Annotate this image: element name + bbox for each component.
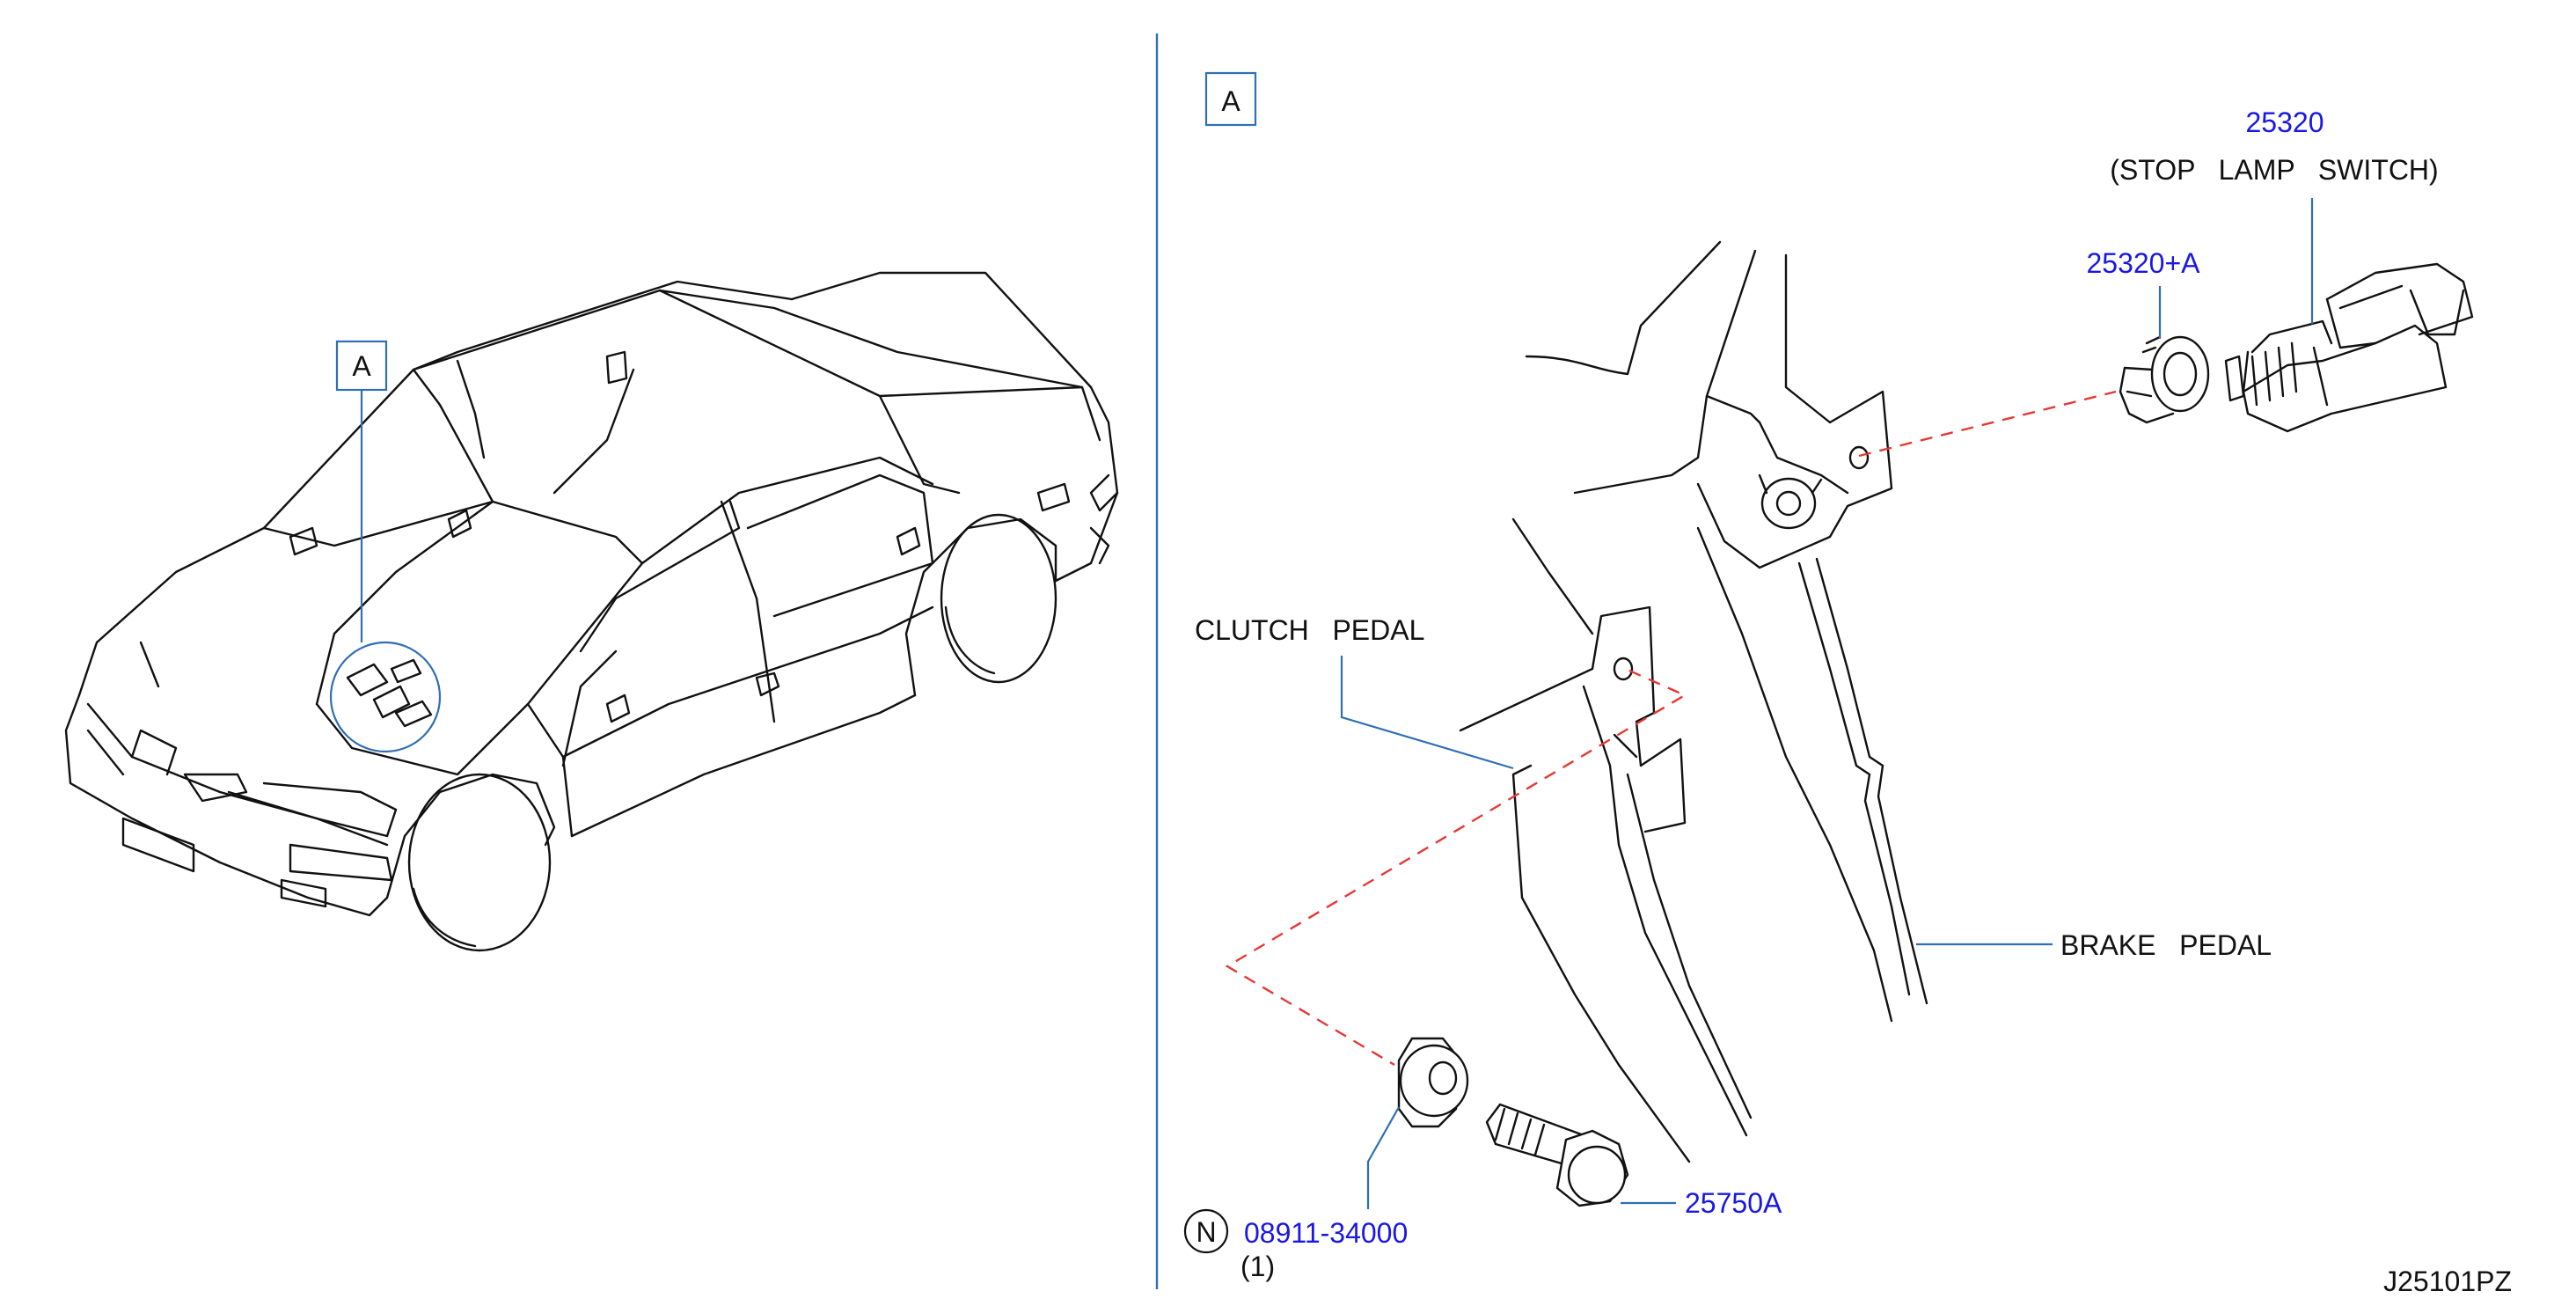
view-a-marker-box-right [1204, 71, 1257, 127]
view-a-marker-left: A [352, 350, 371, 382]
pedal-bracket-illustration [1459, 240, 1928, 1163]
nut-illustration [1397, 1037, 1469, 1128]
bolt-part-number: 25750A [1685, 1187, 1782, 1219]
car-overview-illustration [64, 271, 1119, 952]
clutch-pedal-leader [1340, 656, 1514, 770]
brake-pedal-label: BRAKE PEDAL [2060, 929, 2272, 961]
view-a-marker-right: A [1221, 85, 1240, 117]
clutch-pedal-label: CLUTCH PEDAL [1195, 614, 1424, 646]
nut-part-number: 08911-34000 [1244, 1217, 1408, 1249]
switch-assembly-dashed-line [1858, 390, 2117, 458]
stop-lamp-switch-illustration [2224, 262, 2474, 433]
view-a-highlight-circle [329, 641, 442, 753]
nut-marker-circle [1183, 1208, 1229, 1254]
nut-marker: N [1196, 1216, 1216, 1248]
diagram-code: J25101PZ [2383, 1266, 2512, 1297]
nut-quantity: (1) [1240, 1251, 1275, 1282]
bolt-illustration [1485, 1103, 1629, 1207]
stop-lamp-switch-part-number: 25320 [2246, 106, 2324, 138]
switch-clip-illustration [2119, 335, 2210, 424]
switch-clip-part-number: 25320+A [2086, 247, 2200, 279]
stop-lamp-switch-name: (STOP LAMP SWITCH) [2110, 154, 2438, 186]
nut-leader [1366, 1106, 1400, 1209]
nut-assembly-dashed-line [1225, 669, 1687, 1067]
